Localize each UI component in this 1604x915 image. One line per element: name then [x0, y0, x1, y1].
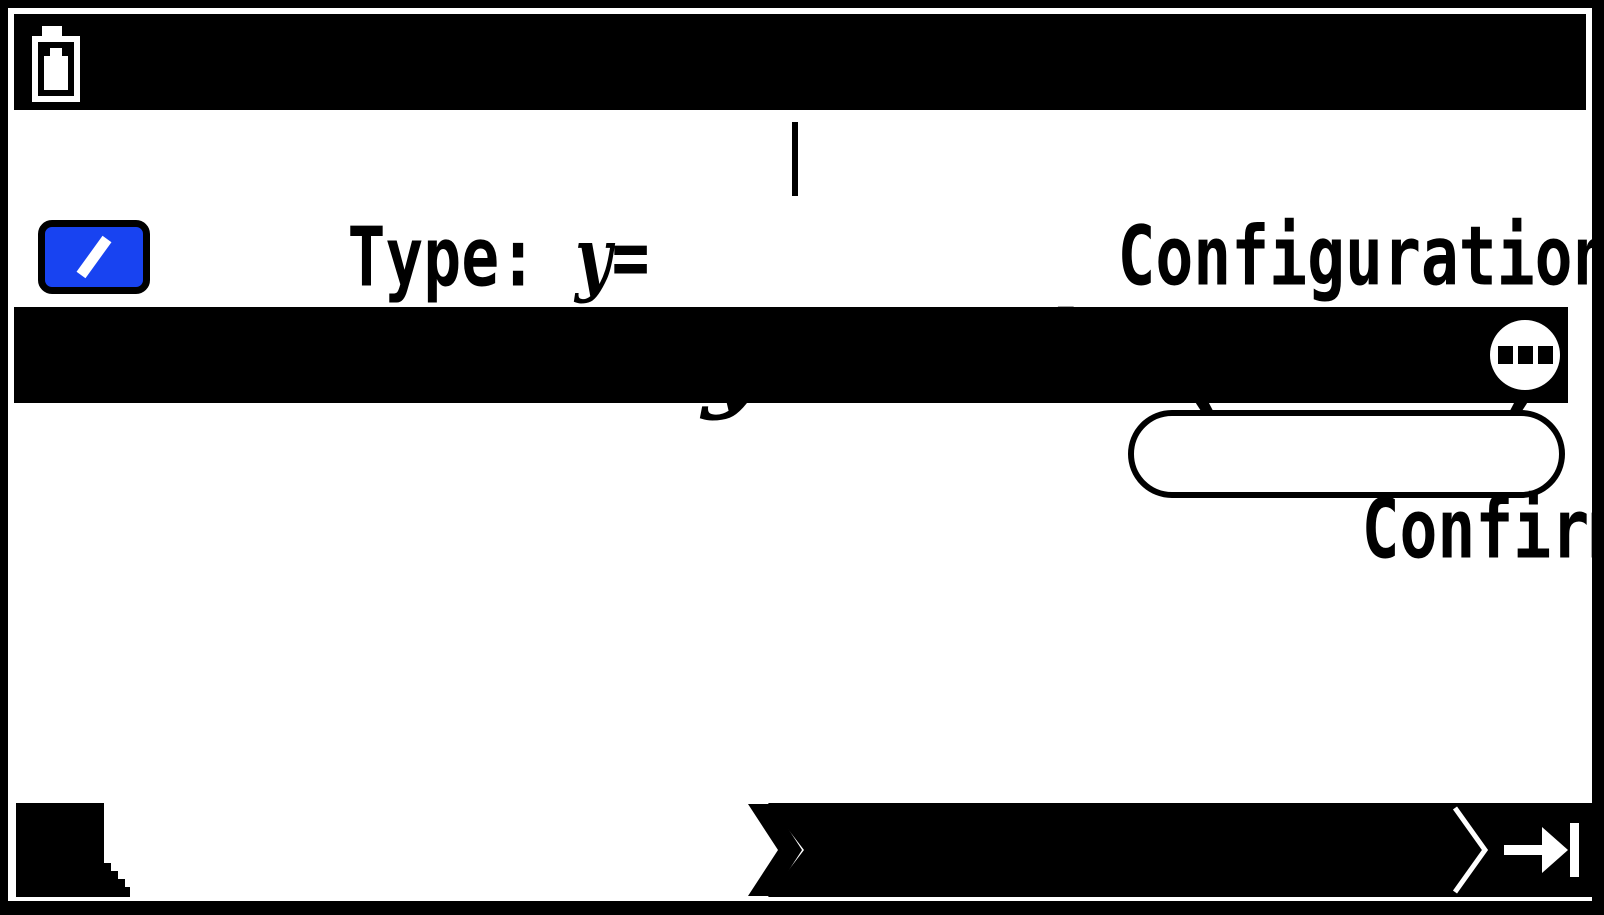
- ellipsis-dot: [1537, 346, 1553, 364]
- skip-to-end-icon[interactable]: [1504, 821, 1580, 879]
- confirm-button[interactable]: Confirmer: [1128, 410, 1592, 577]
- function-row-y1[interactable]: y1=Asin(Bx+C): [8, 208, 1592, 414]
- battery-icon: [32, 26, 80, 102]
- lcd-area: Deg Réel Type: y= Configuration >: [8, 8, 1592, 901]
- header-row: Type: y= Configuration >: [8, 110, 1592, 305]
- y2-index: 2: [765, 387, 832, 515]
- type-setting[interactable]: Type: y=: [44, 110, 649, 305]
- number-mode-indicator: Réel: [1059, 122, 1171, 194]
- chevron-right-icon[interactable]: >: [1470, 110, 1592, 208]
- bottom-left-corner-tab: [16, 803, 130, 897]
- line-style-swatch[interactable]: [38, 220, 150, 294]
- ellipsis-menu-button[interactable]: [1490, 320, 1560, 390]
- line-style-icon: [76, 235, 112, 279]
- function-expression-y1: y1=Asin(Bx+C): [172, 208, 1560, 414]
- tab-configuration-label: Configuration: [868, 803, 1592, 897]
- function-row-y2-selected[interactable]: y2:: [14, 307, 1568, 515]
- ellipsis-dot: [1517, 346, 1533, 364]
- function-expression-y2: y2:: [701, 386, 899, 515]
- type-value-eq: =: [611, 209, 650, 305]
- battery-level: [44, 56, 68, 90]
- type-value-var: y: [575, 208, 612, 306]
- ellipsis-dot: [1497, 346, 1513, 364]
- tab-separator-chevron-icon: [748, 804, 802, 896]
- header-divider: [792, 122, 798, 196]
- battery-nub: [42, 26, 62, 38]
- tab-configuration-selected[interactable]: Configuration: [768, 803, 1592, 897]
- chevron-outline-icon: [1453, 806, 1489, 894]
- battery-body: [32, 36, 80, 102]
- tab-fonction[interactable]: Fonction: [288, 803, 819, 901]
- status-bar: Deg Réel: [14, 14, 1586, 194]
- configuration-menu-item[interactable]: Configuration: [1117, 208, 1592, 304]
- type-label: Type:: [347, 209, 576, 305]
- y2-var: y: [701, 386, 766, 515]
- angle-mode-indicator: Deg: [574, 122, 658, 194]
